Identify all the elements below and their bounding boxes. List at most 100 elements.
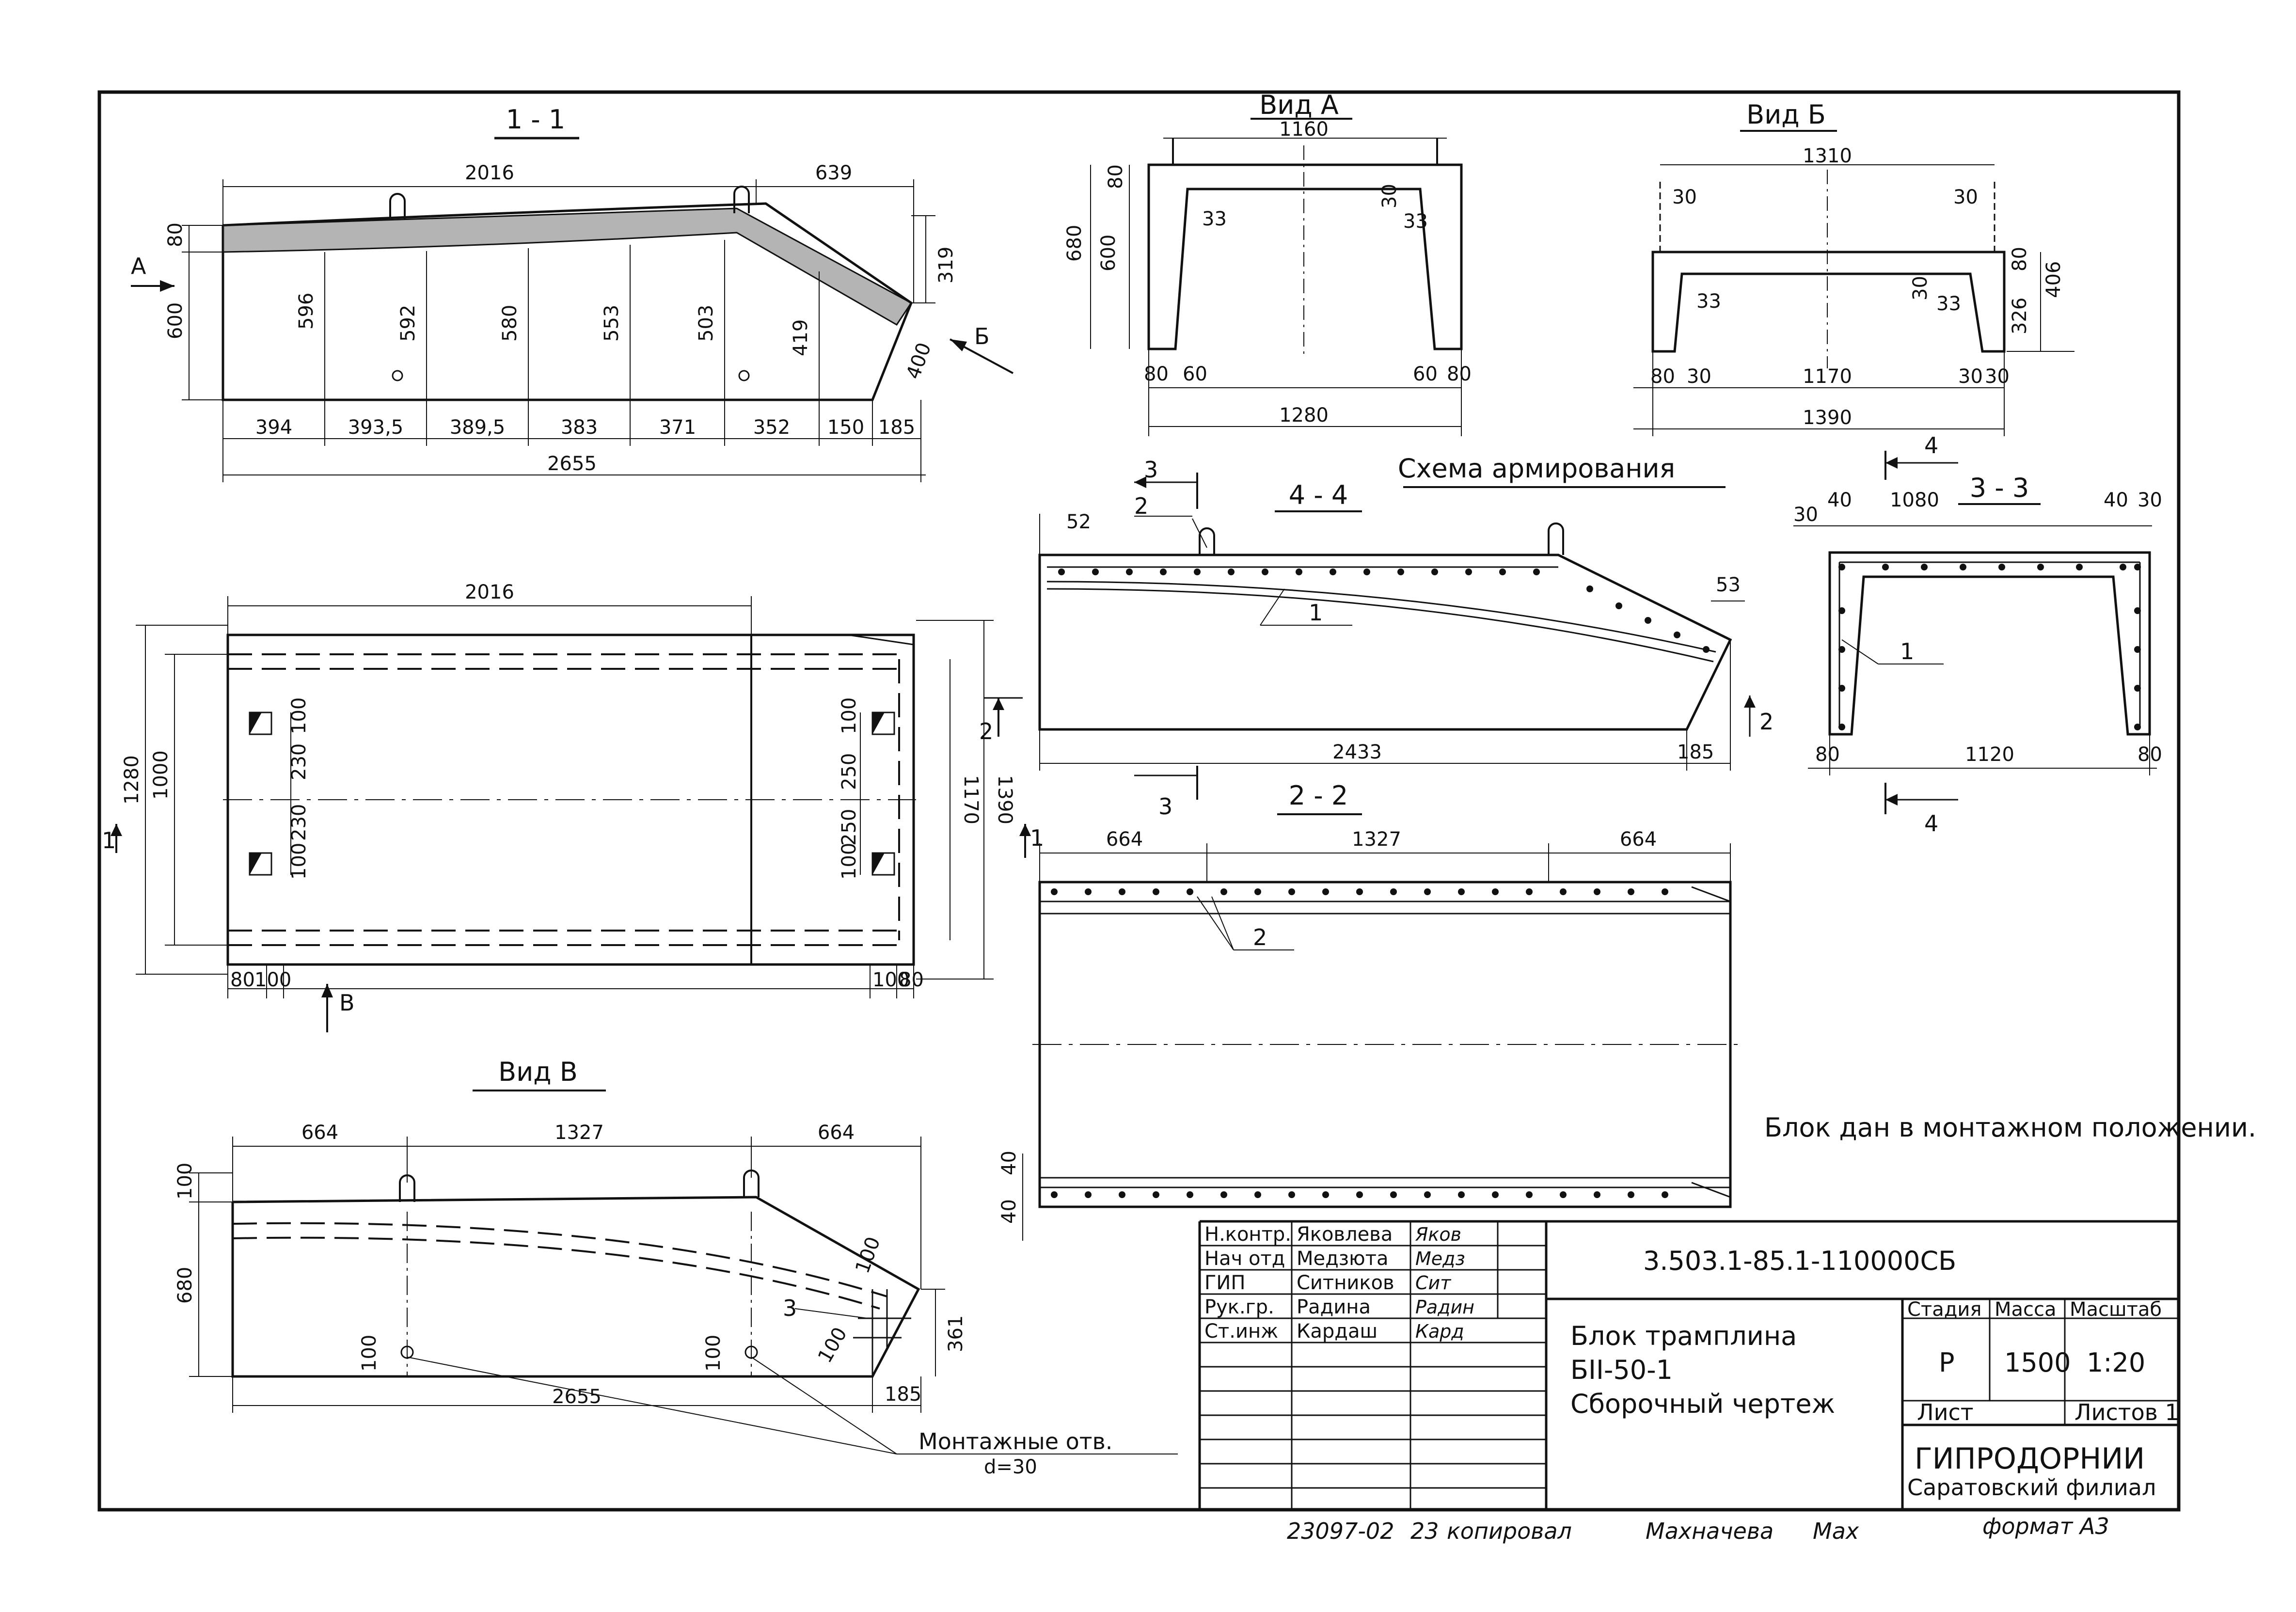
svg-text:419: 419 [790,319,812,356]
svg-text:664: 664 [1620,828,1657,851]
title-block: Н.контр. Нач отд ГИП Рук.гр. Ст.инж Яков… [1198,1220,2179,1510]
svg-text:400: 400 [902,340,935,382]
svg-text:185: 185 [1677,741,1714,763]
svg-text:Вид Б: Вид Б [1746,99,1826,130]
svg-text:406: 406 [2043,261,2065,298]
svg-text:80: 80 [1815,743,1840,766]
svg-text:230: 230 [288,804,310,841]
svg-text:100: 100 [872,969,909,991]
svg-text:1170: 1170 [960,775,982,824]
svg-text:2 - 2: 2 - 2 [1289,780,1348,811]
svg-text:80: 80 [1650,365,1675,388]
svg-text:Блок трамплина: Блок трамплина [1570,1321,1797,1351]
svg-text:Н.контр.: Н.контр. [1204,1223,1291,1246]
svg-text:30: 30 [1378,184,1401,208]
svg-text:1120: 1120 [1965,743,2014,766]
svg-text:1: 1 [1900,638,1914,664]
svg-text:3 - 3: 3 - 3 [1970,473,2029,503]
svg-text:2: 2 [1759,709,1773,735]
section-3-3: 3 - 3 1 30 40 1080 40 30 80 1120 80 [1793,432,2162,837]
svg-text:52: 52 [1066,511,1091,533]
svg-text:2655: 2655 [547,453,597,475]
svg-text:53: 53 [1716,574,1741,596]
svg-text:Листов 1: Листов 1 [2074,1399,2179,1425]
assembly-note-line1: Блок дан в монтажном положении. [1764,1112,2256,1143]
svg-text:680: 680 [1063,225,1086,262]
svg-text:Кард: Кард [1415,1321,1464,1342]
svg-text:1310: 1310 [1803,145,1852,167]
svg-text:185: 185 [878,416,915,439]
svg-text:394: 394 [255,416,292,439]
svg-text:А: А [131,253,146,279]
svg-text:33: 33 [1936,293,1961,315]
svg-text:Ситников: Ситников [1297,1272,1394,1294]
rebar-dots-3-3 [1838,564,2141,730]
svg-text:Монтажные отв.: Монтажные отв. [918,1428,1112,1454]
svg-text:33: 33 [1202,208,1227,230]
svg-text:371: 371 [659,416,696,439]
svg-text:2016: 2016 [465,162,514,184]
svg-text:100: 100 [702,1335,725,1372]
svg-text:580: 580 [499,305,521,342]
svg-text:40: 40 [998,1199,1020,1224]
svg-text:2: 2 [979,718,993,744]
svg-text:639: 639 [815,162,852,184]
svg-text:383: 383 [561,416,598,439]
svg-text:1: 1 [1030,825,1044,851]
sheet-frame [97,90,2181,1512]
svg-text:80: 80 [164,222,187,247]
svg-text:503: 503 [695,305,717,342]
svg-text:1327: 1327 [1352,828,1401,851]
svg-text:80: 80 [1105,164,1127,189]
svg-text:592: 592 [397,305,419,342]
svg-text:ГИПРОДОРНИИ: ГИПРОДОРНИИ [1915,1442,2145,1476]
svg-text:100: 100 [814,1324,852,1367]
svg-text:100: 100 [288,843,310,880]
svg-text:100: 100 [174,1163,196,1200]
svg-text:Саратовский филиал: Саратовский филиал [1907,1474,2156,1501]
svg-text:d=30: d=30 [984,1456,1037,1478]
svg-text:30: 30 [1953,186,1978,208]
svg-text:361: 361 [945,1315,967,1352]
svg-text:1280: 1280 [121,755,143,805]
svg-text:80: 80 [2009,247,2031,271]
rebar-dots-4-4 [1058,569,1710,653]
svg-text:150: 150 [827,416,864,439]
svg-text:Радина: Радина [1297,1296,1371,1318]
svg-text:Яковлева: Яковлева [1297,1223,1393,1246]
svg-text:Р: Р [1939,1347,1955,1378]
svg-text:Сит: Сит [1415,1272,1452,1294]
view-a: Вид А 1160 80 680 600 33 30 33 80 60 60 … [1063,90,1472,436]
section-2-2: 2 - 2 2 664 1327 664 40 4 [998,780,1740,1241]
svg-text:БII-50-1: БII-50-1 [1570,1355,1673,1385]
svg-text:1500: 1500 [2004,1347,2071,1378]
svg-text:30: 30 [2138,489,2162,511]
svg-text:Яков: Яков [1415,1224,1461,1245]
svg-text:4: 4 [1924,432,1938,458]
svg-text:4: 4 [1924,810,1938,837]
svg-text:30: 30 [1985,365,2010,388]
svg-text:Радин: Радин [1415,1296,1474,1318]
svg-text:30: 30 [1793,504,1818,526]
svg-text:664: 664 [1106,828,1143,851]
svg-text:1080: 1080 [1890,489,1939,511]
svg-text:100: 100 [254,969,291,991]
svg-text:2: 2 [1253,924,1267,950]
svg-text:Рук.гр.: Рук.гр. [1204,1296,1274,1318]
svg-text:1: 1 [102,827,116,853]
svg-text:Нач отд: Нач отд [1204,1248,1285,1270]
svg-text:100: 100 [838,843,860,880]
svg-text:30: 30 [1672,186,1697,208]
svg-text:30: 30 [1958,365,1983,388]
title-1-1: 1 - 1 [506,104,566,135]
svg-text:40: 40 [998,1151,1020,1175]
svg-text:1: 1 [1309,600,1323,626]
svg-text:250: 250 [838,753,860,790]
svg-text:копировал: копировал [1447,1518,1572,1544]
svg-text:250: 250 [838,809,860,846]
svg-text:Махначева: Махначева [1646,1518,1773,1544]
svg-text:Вид В: Вид В [498,1057,578,1087]
svg-text:100: 100 [838,697,860,734]
svg-text:3: 3 [783,1295,797,1321]
svg-text:1160: 1160 [1279,118,1329,141]
